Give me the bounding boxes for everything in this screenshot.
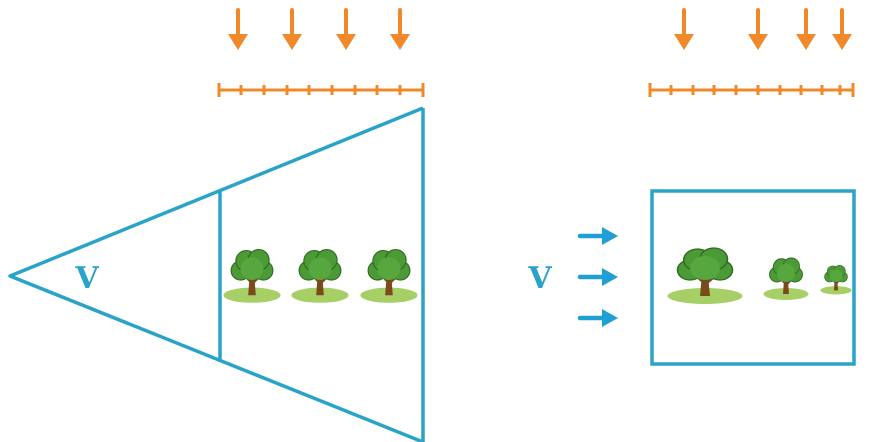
arrow-right-icon	[580, 227, 618, 245]
arrow-down-icon	[794, 8, 818, 52]
arrow-down-icon	[746, 8, 770, 52]
viewpoint-label: V	[527, 261, 552, 296]
arrow-right-icon	[580, 309, 618, 327]
tree-icon	[763, 257, 809, 301]
right-ruler	[648, 83, 855, 97]
tree-icon	[222, 249, 282, 304]
left-trees	[222, 249, 419, 304]
right-blue-arrows	[580, 227, 618, 327]
left-panel: V	[8, 8, 425, 442]
tree-icon	[666, 247, 744, 305]
tree-icon	[359, 249, 419, 304]
viewpoint-label: V	[74, 261, 99, 296]
perspective-frustum	[8, 106, 425, 442]
left-orange-arrows	[226, 8, 412, 52]
arrow-down-icon	[334, 8, 358, 52]
left-ruler	[217, 83, 425, 97]
arrow-down-icon	[830, 8, 854, 52]
tree-icon	[290, 249, 350, 304]
arrow-down-icon	[226, 8, 250, 52]
arrow-down-icon	[388, 8, 412, 52]
right-orange-arrows	[672, 8, 854, 52]
right-panel: V	[527, 8, 856, 366]
arrow-down-icon	[280, 8, 304, 52]
orthographic-box	[650, 189, 856, 366]
arrow-right-icon	[580, 268, 618, 286]
tree-icon	[820, 265, 852, 295]
right-trees	[666, 247, 852, 305]
arrow-down-icon	[672, 8, 696, 52]
